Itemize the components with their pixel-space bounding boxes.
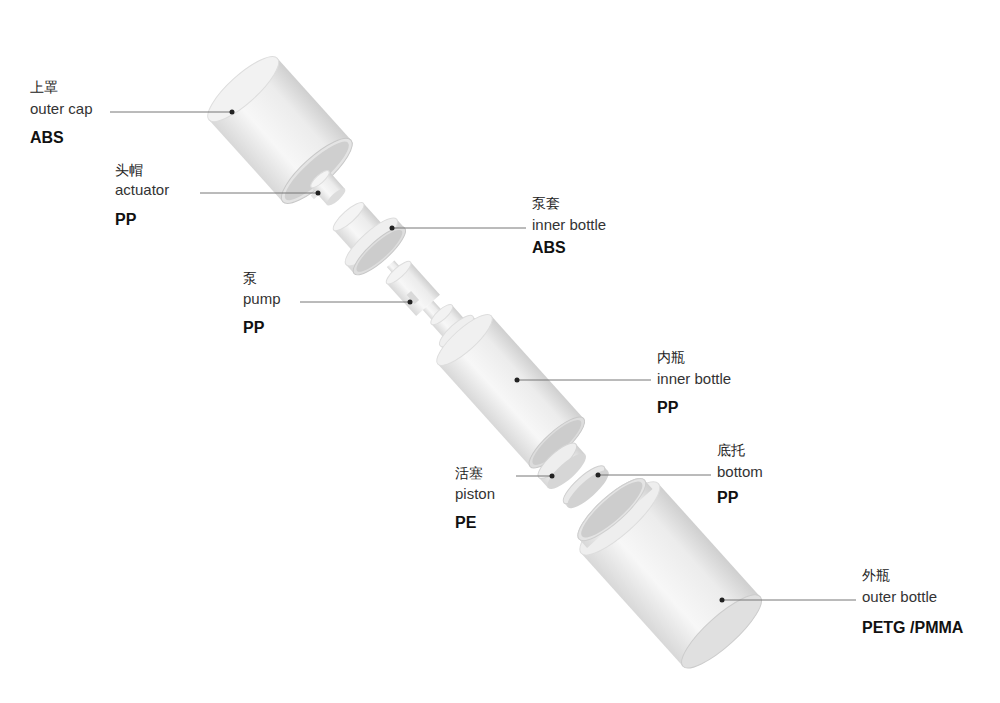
leader-dot xyxy=(515,378,520,383)
part-name-en: outer cap xyxy=(30,101,93,118)
part-name-zh: 泵套 xyxy=(532,196,560,211)
leader-dot xyxy=(596,473,601,478)
leader-line xyxy=(300,302,410,303)
part-name-zh: 上罩 xyxy=(30,80,58,95)
part-name-zh: 底托 xyxy=(717,443,745,458)
leader-line xyxy=(200,193,318,194)
leader-dot xyxy=(720,598,725,603)
part-name-en: outer bottle xyxy=(862,589,937,606)
material-label: PE xyxy=(455,514,476,532)
leader-line xyxy=(516,476,552,477)
part-name-en: bottom xyxy=(717,464,763,481)
material-label: ABS xyxy=(30,129,64,147)
material-label: PP xyxy=(657,399,678,417)
actuator-part xyxy=(304,168,348,212)
part-name-zh: 泵 xyxy=(243,271,257,286)
leader-dot xyxy=(316,191,321,196)
leader-dot xyxy=(230,110,235,115)
leader-dot xyxy=(550,474,555,479)
leader-line xyxy=(110,112,232,113)
material-label: PP xyxy=(243,319,264,337)
part-name-en: piston xyxy=(455,486,495,503)
part-name-zh: 活塞 xyxy=(455,466,483,481)
part-name-zh: 外瓶 xyxy=(862,568,890,583)
part-name-en: inner bottle xyxy=(532,217,606,234)
outer-bottle-part xyxy=(564,465,770,677)
part-name-en: inner bottle xyxy=(657,371,731,388)
part-name-en: pump xyxy=(243,291,281,308)
leader-line xyxy=(598,475,711,476)
material-label: PETG /PMMA xyxy=(862,619,963,637)
part-name-zh: 内瓶 xyxy=(657,350,685,365)
leader-dots xyxy=(230,110,725,603)
outer-cap-part xyxy=(200,48,361,212)
part-name-zh: 头帽 xyxy=(115,163,143,178)
leader-line xyxy=(392,228,526,229)
leader-line xyxy=(722,600,856,601)
leader-dot xyxy=(408,300,413,305)
leader-dot xyxy=(390,226,395,231)
part-name-en: actuator xyxy=(115,182,169,199)
material-label: PP xyxy=(717,489,738,507)
material-label: ABS xyxy=(532,239,566,257)
leader-line xyxy=(517,380,651,381)
material-label: PP xyxy=(115,211,136,229)
leader-lines xyxy=(110,112,856,600)
